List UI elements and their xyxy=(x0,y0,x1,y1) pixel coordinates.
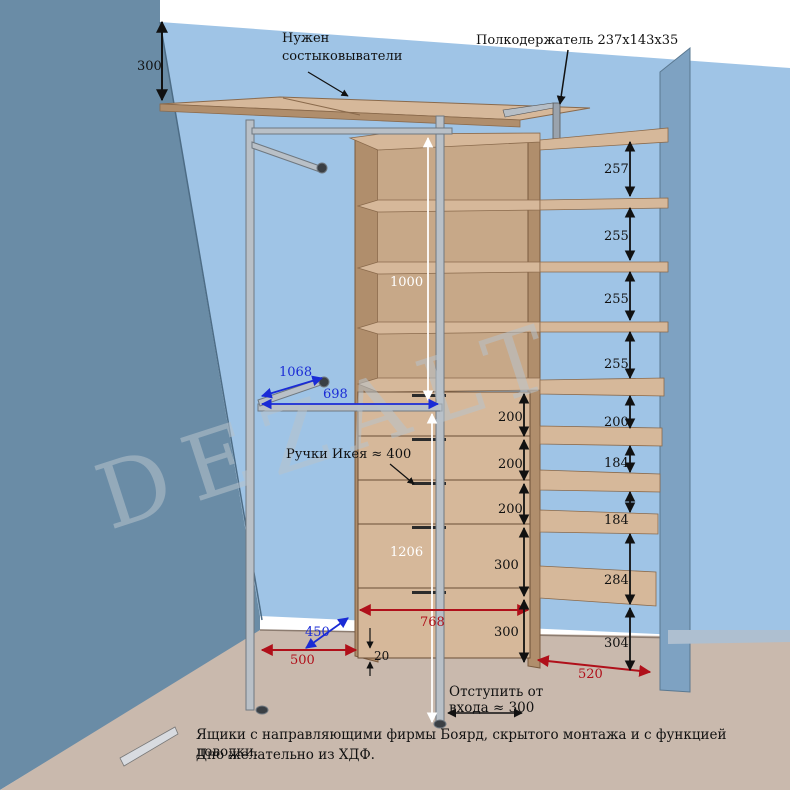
dim-height-1000: 1000 xyxy=(390,275,423,290)
shelf-gap-2: 255 xyxy=(604,229,629,244)
shelf-gap-4: 255 xyxy=(604,357,629,372)
dim-top-height: 300 xyxy=(137,59,162,74)
shelf-gap-3: 255 xyxy=(604,292,629,307)
skirting-board xyxy=(119,726,179,767)
drawer-height-3: 200 xyxy=(498,502,523,517)
shelf-gap-8: 284 xyxy=(604,573,629,588)
dim-base-depth: 450 xyxy=(305,625,330,640)
connectors-note-line1: Нужен xyxy=(282,31,329,46)
drawer-height-2: 200 xyxy=(498,457,523,472)
dim-rod-width: 698 xyxy=(323,387,348,402)
bottom-note-line1: Ящики с направляющими фирмы Боярд, скрыт… xyxy=(196,727,727,760)
connectors-note-line2: состыковыватели xyxy=(282,49,402,64)
shelf-gap-6: 184 xyxy=(604,456,629,471)
dim-left-width: 500 xyxy=(290,653,315,668)
drawer-height-1: 200 xyxy=(498,410,523,425)
dim-gap-20: 20 xyxy=(374,649,389,663)
dim-height-1206: 1206 xyxy=(390,545,423,560)
left-wall xyxy=(0,0,260,790)
rod-top xyxy=(251,127,453,135)
post-left xyxy=(245,119,255,711)
dim-drawer-width: 768 xyxy=(420,615,445,630)
drawer-height-5: 300 xyxy=(494,625,519,640)
shelf-gap-7: 184 xyxy=(604,513,629,528)
offset-note-line1: Отступить от xyxy=(449,684,544,700)
offset-note-line2: входа ≈ 300 xyxy=(449,700,535,716)
bottom-note-line2: Дно желательно из ХДФ. xyxy=(196,747,375,763)
side-wall-panel xyxy=(659,46,691,693)
dim-rod-depth: 1068 xyxy=(279,365,312,380)
shelf-gap-1: 257 xyxy=(604,162,629,177)
shelf-gap-5: 200 xyxy=(604,415,629,430)
drawer-height-4: 300 xyxy=(494,558,519,573)
dim-right-width: 520 xyxy=(578,667,603,682)
shelf-gap-9: 304 xyxy=(604,636,629,651)
ikea-handles-note: Ручки Икея ≈ 400 xyxy=(286,447,411,462)
shelf-holder-note: Полкодержатель 237x143x35 xyxy=(476,33,678,48)
